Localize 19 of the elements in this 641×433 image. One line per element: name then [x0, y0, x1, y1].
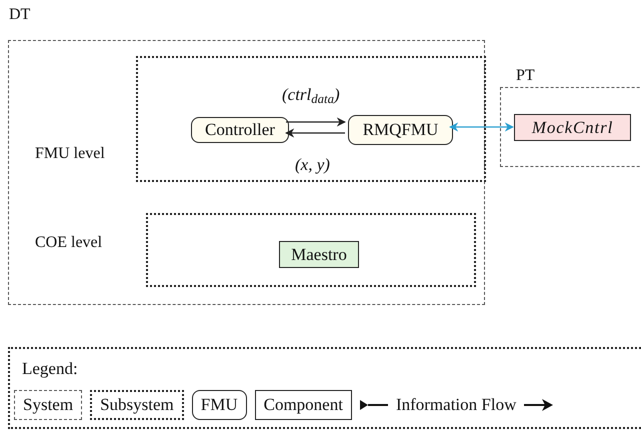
component-box: Maestro: [279, 241, 359, 268]
signal-label: (x, y): [295, 154, 330, 176]
legend-sample: Component: [254, 390, 352, 420]
arrow: [285, 128, 345, 138]
fmu-box: RMQFMU: [348, 115, 453, 145]
signal-label: (ctrl$_{data}$): [282, 84, 340, 108]
group-label: COE level: [35, 235, 102, 251]
fmu-box: Controller: [191, 117, 289, 143]
legend-sample: FMU: [192, 390, 247, 420]
component-box: MockCntrl: [514, 114, 631, 141]
legend-sample: Subsystem: [90, 390, 184, 420]
legend-title: Legend:: [22, 358, 78, 380]
group-label: FMU level: [35, 146, 105, 162]
arrow: [286, 117, 346, 127]
group-label: DT: [9, 7, 30, 23]
legend-text: Information Flow: [396, 394, 516, 416]
arrow: [449, 122, 514, 132]
legend-sample: System: [14, 390, 82, 420]
group-label: PT: [516, 68, 535, 84]
